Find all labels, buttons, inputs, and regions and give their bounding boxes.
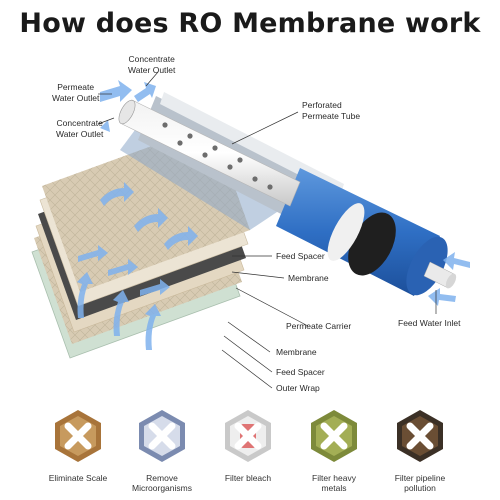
outer-wrap-label: Outer Wrap (276, 383, 320, 393)
feed-spacer-label-1: Feed Spacer (276, 251, 325, 261)
permeate-carrier-label: Permeate Carrier (286, 321, 352, 331)
feature-filter-bleach: Filter bleach (208, 408, 288, 483)
feature-filter-pipeline-pollution: Filter pipeline pollution (380, 408, 460, 493)
flow-arrow (78, 245, 108, 262)
bleach-icon (225, 410, 271, 462)
flow-arrow (134, 208, 168, 232)
membrane-label-2: Membrane (276, 347, 317, 357)
feed-spacer-label-2: Feed Spacer (276, 367, 325, 377)
feature-label: Eliminate Scale (48, 473, 108, 483)
heavy-metal-icon (311, 410, 357, 462)
flow-arrow (140, 279, 170, 296)
feed-inlet-arrow (443, 252, 470, 270)
concentrate-water-outlet-top-label: Concentrate Water Outlet (128, 54, 176, 75)
flow-arrow (108, 259, 138, 276)
feature-label: Filter bleach (224, 473, 272, 483)
perforated-permeate-tube-label: Perforated Permeate Tube (302, 100, 361, 121)
feature-filter-heavy-metals: Filter heavy metals (294, 408, 374, 493)
flow-arrow (100, 182, 134, 206)
leader-lines (97, 71, 437, 389)
flow-arrow (164, 226, 198, 250)
perforated-permeate-tube (118, 99, 457, 289)
ro-membrane-diagram (31, 71, 470, 389)
flow-arrow (113, 290, 129, 336)
feed-water-inlet-label: Feed Water Inlet (398, 318, 461, 328)
feature-remove-microorganisms: Remove Microorganisms (122, 408, 202, 493)
pipeline-icon (397, 410, 443, 462)
page-title: How does RO Membrane work (19, 8, 481, 39)
feature-label: Remove Microorganisms (132, 473, 192, 493)
permeate-outlet-arrow (100, 80, 132, 102)
concentrate-top-arrow (134, 82, 156, 102)
microorganism-icon (139, 410, 185, 462)
flow-arrow (77, 272, 93, 318)
flow-arrow (145, 304, 161, 350)
scale-icon (55, 410, 101, 462)
feature-label: Filter pipeline pollution (394, 473, 446, 493)
concentrate-water-outlet-left-label: Concentrate Water Outlet (56, 118, 104, 139)
flow-arrows (77, 80, 470, 350)
feature-label: Filter heavy metals (312, 473, 356, 493)
permeate-water-outlet-label: Permeate Water Outlet (52, 82, 100, 103)
feed-inlet-arrow (428, 288, 456, 306)
feature-eliminate-scale: Eliminate Scale (38, 408, 118, 483)
concentrate-left-arrow (100, 120, 110, 132)
membrane-label-1: Membrane (288, 273, 329, 283)
